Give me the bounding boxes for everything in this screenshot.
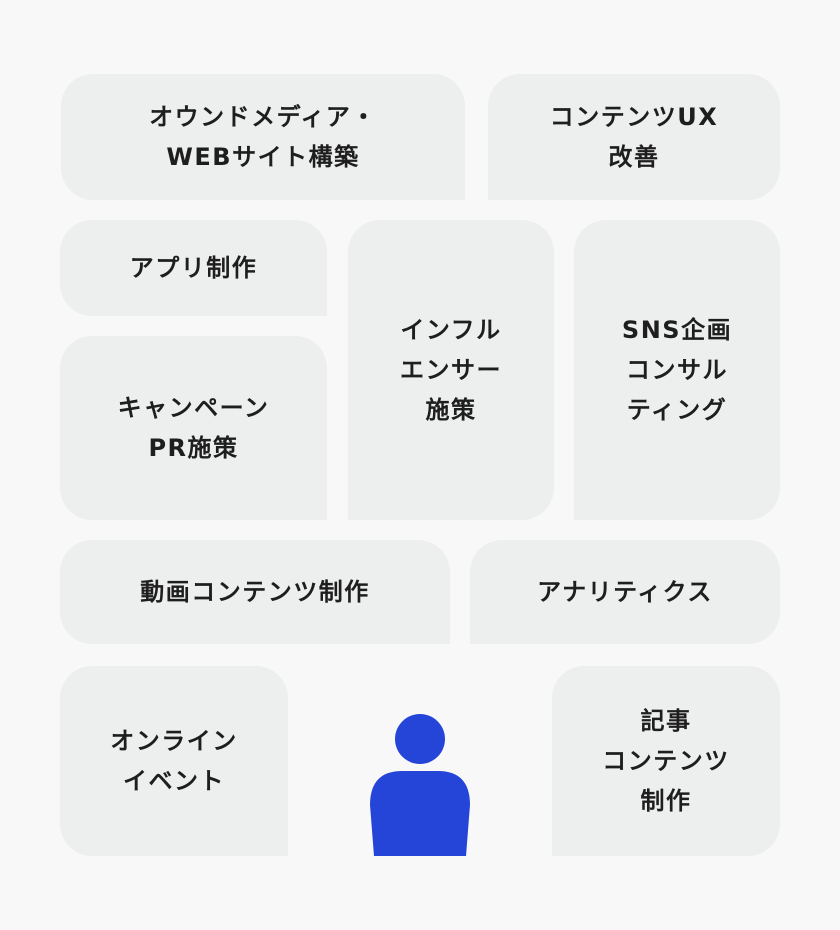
person-icon (370, 714, 470, 856)
tile-content-ux: コンテンツUX 改善 (488, 74, 780, 200)
tile-label: 動画コンテンツ制作 (140, 578, 370, 606)
tile-label: キャンペーン PR施策 (117, 394, 270, 462)
tile-label: インフル エンサー 施策 (400, 316, 502, 424)
tile-article-content: 記事 コンテンツ 制作 (552, 666, 780, 856)
tile-label: アナリティクス (537, 578, 713, 606)
tile-label: オウンドメディア・ WEBサイト構築 (149, 103, 377, 171)
tile-app-production: アプリ制作 (60, 220, 327, 316)
tile-sns-consulting: SNS企画 コンサル ティング (574, 220, 780, 520)
tile-label: SNS企画 コンサル ティング (621, 316, 733, 424)
tile-campaign-pr: キャンペーン PR施策 (60, 336, 327, 520)
tile-video-content: 動画コンテンツ制作 (60, 540, 450, 644)
tile-label: 記事 コンテンツ 制作 (602, 707, 730, 815)
tile-influencer: インフル エンサー 施策 (348, 220, 554, 520)
tile-label: オンライン イベント (110, 727, 238, 795)
person-head (395, 714, 445, 764)
tile-online-event: オンライン イベント (60, 666, 288, 856)
tile-analytics: アナリティクス (470, 540, 780, 644)
tile-label: コンテンツUX 改善 (549, 103, 719, 171)
tile-label: アプリ制作 (129, 254, 258, 282)
tile-owned-media: オウンドメディア・ WEBサイト構築 (61, 74, 465, 200)
person-body (370, 771, 470, 856)
